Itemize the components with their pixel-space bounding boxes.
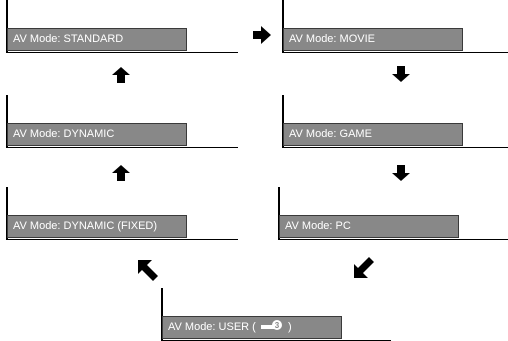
screen-frame-left xyxy=(6,187,8,240)
screen-frame-left xyxy=(278,187,280,240)
arrow-down-icon xyxy=(392,165,410,181)
av-mode-label-user: AV Mode: USER ( 3 ) xyxy=(162,316,342,339)
user-label-prefix: AV Mode: USER ( xyxy=(168,321,256,333)
screen-dynamic: AV Mode: DYNAMIC xyxy=(6,95,238,148)
av-mode-label-pc: AV Mode: PC xyxy=(279,215,459,238)
screen-dynamic-fixed: AV Mode: DYNAMIC (FIXED) xyxy=(6,187,238,240)
screen-frame-left xyxy=(161,288,163,341)
input-terminal-icon: 3 xyxy=(260,319,283,338)
user-label-suffix: ) xyxy=(287,321,292,333)
arrow-down-icon xyxy=(392,66,410,82)
screen-frame-left xyxy=(282,0,284,53)
screen-frame-bottom xyxy=(6,238,238,240)
screen-frame-bottom xyxy=(161,339,391,341)
arrow-up-icon xyxy=(112,165,130,181)
av-mode-label-game: AV Mode: GAME xyxy=(283,123,463,146)
screen-frame-bottom xyxy=(6,146,238,148)
screen-movie: AV Mode: MOVIE xyxy=(282,0,508,53)
screen-frame-bottom xyxy=(278,238,508,240)
screen-frame-left xyxy=(6,0,8,53)
av-mode-label-dynamic-fixed: AV Mode: DYNAMIC (FIXED) xyxy=(7,215,187,238)
arrow-up-icon xyxy=(112,67,130,83)
screen-standard: AV Mode: STANDARD xyxy=(6,0,238,53)
arrow-down-left-icon xyxy=(354,256,376,278)
av-mode-label-standard: AV Mode: STANDARD xyxy=(7,28,187,51)
screen-user: AV Mode: USER ( 3 ) xyxy=(161,288,391,341)
screen-frame-bottom xyxy=(282,146,508,148)
av-mode-label-movie: AV Mode: MOVIE xyxy=(283,28,463,51)
input-terminal-number: 3 xyxy=(275,321,280,330)
screen-frame-bottom xyxy=(6,51,238,53)
screen-pc: AV Mode: PC xyxy=(278,187,508,240)
screen-frame-left xyxy=(282,95,284,148)
screen-frame-left xyxy=(6,95,8,148)
av-mode-label-dynamic: AV Mode: DYNAMIC xyxy=(7,123,187,146)
arrow-right-icon xyxy=(253,26,271,44)
arrow-up-left-icon xyxy=(138,260,160,282)
screen-frame-bottom xyxy=(282,51,508,53)
screen-game: AV Mode: GAME xyxy=(282,95,508,148)
